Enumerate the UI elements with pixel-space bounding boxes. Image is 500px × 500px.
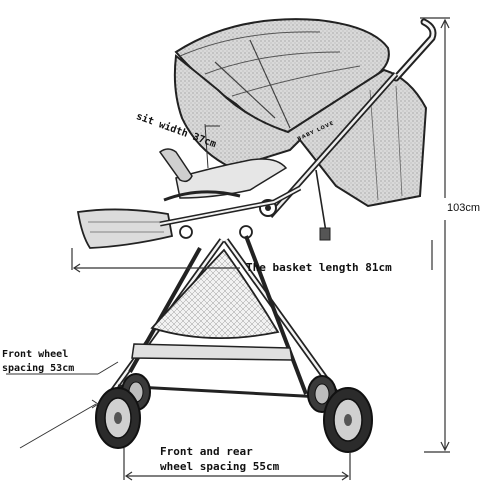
wheelbase-label-line-2: wheel spacing 55cm — [160, 460, 280, 473]
basket-length-label: The basket length 81cm — [246, 261, 392, 274]
footrest — [76, 208, 174, 249]
front-wheel — [95, 387, 141, 449]
rear-wheel — [323, 387, 373, 453]
front-wheel-spacing-pointer — [6, 361, 119, 449]
seat-cushion — [175, 158, 288, 199]
seat-width-pointer — [204, 123, 220, 169]
front-wheel-label-line-2: spacing 53cm — [2, 363, 75, 374]
height-label: 103cm — [447, 202, 481, 214]
rear-wheel-back — [307, 375, 337, 413]
height-dimension-line — [420, 17, 450, 453]
canopy — [174, 18, 390, 134]
basket-length-dimension-line — [71, 240, 433, 273]
front-wheel-label-line-1: Front wheel — [2, 349, 69, 360]
wheelbase-label-line-1: Front and rear — [160, 445, 253, 458]
wheelbase-dimension-line — [123, 448, 351, 481]
seat-back — [173, 54, 428, 208]
basket — [150, 248, 280, 340]
bumper-bar — [158, 148, 193, 183]
